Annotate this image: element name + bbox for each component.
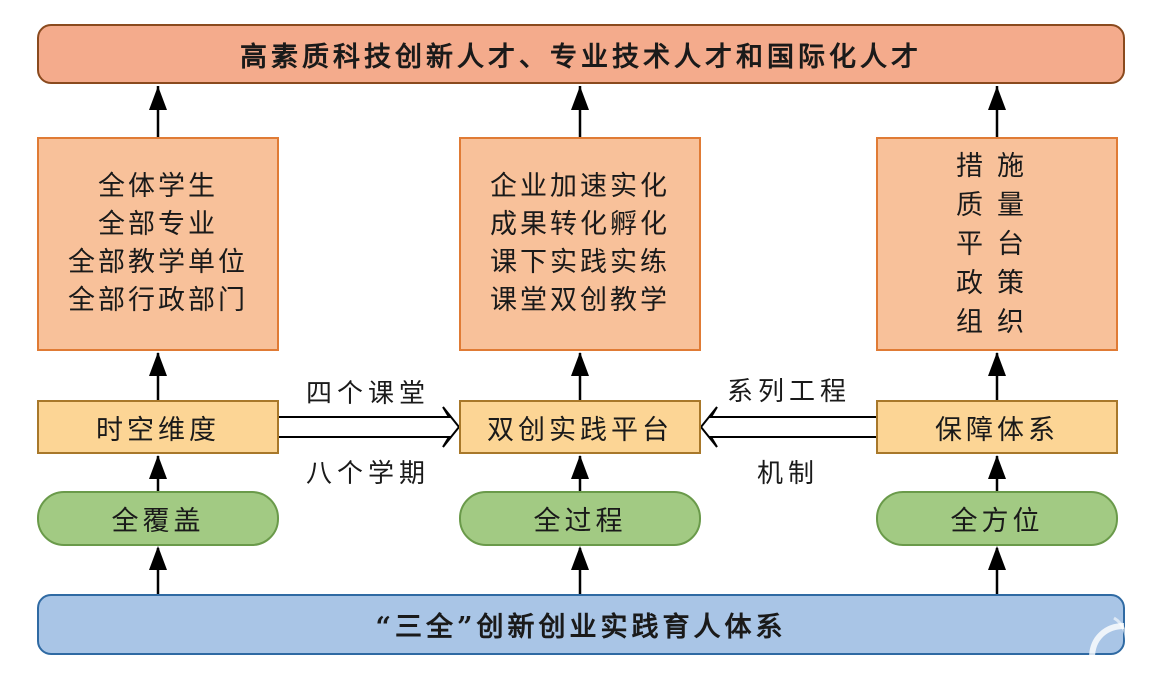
- arrows-detail-to-goal: [149, 86, 1006, 137]
- connector-label-left-top: 四个课堂: [306, 379, 431, 409]
- detail-line: 全部行政部门: [68, 285, 248, 316]
- hollow-arrow-left-to-center: [279, 406, 461, 448]
- arrowhead: [988, 546, 1006, 570]
- hollow-arrow-right-to-center: [699, 406, 876, 448]
- arrowhead: [149, 455, 167, 479]
- detail-box-left: 全体学生 全部专业 全部教学单位 全部行政部门: [37, 137, 279, 351]
- base-text: 全覆盖: [111, 506, 205, 537]
- arrowhead: [149, 86, 167, 110]
- detail-line: 成果转化孵化: [490, 209, 670, 240]
- arrowhead: [988, 86, 1006, 110]
- connector-label-left-bottom: 八个学期: [306, 459, 431, 489]
- hub-text: 保障体系: [935, 414, 1059, 446]
- detail-line: 全部教学单位: [68, 247, 248, 278]
- detail-line: 组织: [956, 306, 1038, 338]
- base-text: 全方位: [950, 506, 1044, 537]
- arrowhead: [571, 546, 589, 570]
- foundation-text: “三全”创新创业实践育人体系: [375, 612, 787, 643]
- detail-line: 课下实践实练: [490, 247, 670, 278]
- hub-box-left: 时空维度: [37, 400, 279, 454]
- hub-box-center: 双创实践平台: [459, 400, 701, 454]
- goal-text: 高素质科技创新人才、专业技术人才和国际化人才: [240, 41, 922, 73]
- arrowhead: [571, 86, 589, 110]
- detail-line: 质量: [956, 189, 1038, 221]
- connector-label-right-bottom: 机制: [757, 459, 820, 489]
- base-pill-center: 全过程: [459, 491, 701, 546]
- hub-text: 双创实践平台: [487, 414, 673, 446]
- arrowhead: [571, 455, 589, 479]
- watermark-logo-icon: [1089, 616, 1128, 659]
- detail-line: 课堂双创教学: [490, 285, 670, 316]
- detail-line: 全部专业: [98, 209, 218, 240]
- hub-box-right: 保障体系: [876, 400, 1118, 454]
- foundation-box: “三全”创新创业实践育人体系: [37, 594, 1125, 655]
- detail-line: 企业加速实化: [490, 171, 670, 202]
- detail-line: 平台: [956, 228, 1038, 260]
- arrows-base-to-hub: [149, 455, 1006, 491]
- arrowhead: [571, 352, 589, 376]
- arrows-foundation-to-base: [149, 546, 1006, 594]
- base-text: 全过程: [533, 506, 627, 537]
- arrowhead: [149, 352, 167, 376]
- arrows-hub-to-detail: [149, 352, 1006, 400]
- base-pill-right: 全方位: [876, 491, 1118, 546]
- arrowhead: [149, 546, 167, 570]
- base-pill-left: 全覆盖: [37, 491, 279, 546]
- detail-line: 全体学生: [98, 171, 218, 202]
- arrowhead: [988, 352, 1006, 376]
- connector-label-right-top: 系列工程: [727, 377, 852, 407]
- arrowhead: [988, 455, 1006, 479]
- detail-line: 措施: [956, 150, 1038, 182]
- detail-line: 政策: [956, 267, 1038, 299]
- goal-box: 高素质科技创新人才、专业技术人才和国际化人才: [37, 24, 1125, 84]
- detail-box-center: 企业加速实化 成果转化孵化 课下实践实练 课堂双创教学: [459, 137, 701, 351]
- detail-box-right: 措施 质量 平台 政策 组织: [876, 137, 1118, 351]
- hub-text: 时空维度: [96, 414, 220, 446]
